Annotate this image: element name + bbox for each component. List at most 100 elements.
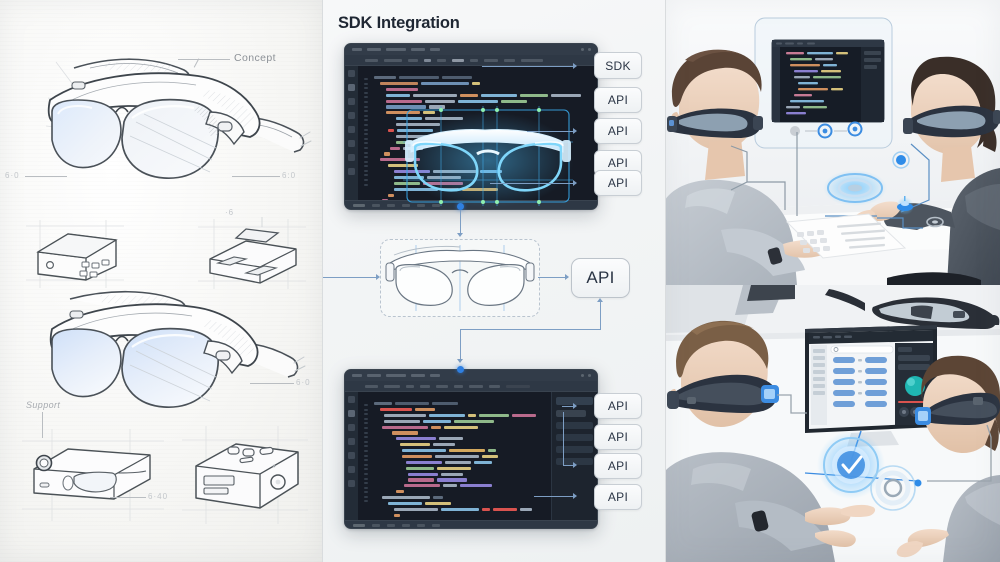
- diagram-box-bottom-3[interactable]: API: [594, 453, 642, 479]
- sketch-dim-bottom: 6·40: [148, 492, 169, 501]
- concept-sketch-panel: Concept 6·0 6:0: [0, 0, 322, 562]
- module-box-top-left-sketch: [26, 220, 124, 288]
- arrow-top-1: [573, 63, 577, 69]
- module-box-bottom-right-sketch: [182, 426, 308, 524]
- arrow-api-center-up: [597, 298, 603, 302]
- code-area-top[interactable]: [370, 66, 597, 200]
- wire-top-3: [527, 131, 573, 132]
- window-controls-bottom[interactable]: [581, 374, 591, 377]
- line-number-gutter-bottom: [358, 392, 370, 520]
- wire-api-elbow-v-left: [460, 329, 461, 361]
- divider-diagram-photo: [665, 0, 666, 562]
- printed-document-top: [785, 213, 907, 259]
- ar-headset-female-bottom: [915, 392, 1000, 425]
- tablet-dashboard: [805, 325, 937, 447]
- diagram-box-top-5[interactable]: API: [594, 170, 642, 196]
- sidebar-row-4[interactable]: [556, 446, 593, 453]
- editor-top-body[interactable]: [345, 66, 597, 200]
- code-editor-bottom[interactable]: [344, 369, 598, 529]
- sketch-label-concept: Concept: [234, 52, 276, 64]
- editor-top-statusbar: [345, 200, 597, 209]
- sidebar-row-2[interactable]: [556, 422, 593, 429]
- editor-top-toolbar[interactable]: [345, 55, 597, 66]
- sketch-label-support: Support: [26, 400, 61, 410]
- ar-glasses-female-top: [903, 105, 1000, 138]
- wire-api-elbow-v-right: [600, 300, 601, 329]
- editor-top-titlebar: [345, 44, 597, 55]
- diagram-box-top-2[interactable]: API: [594, 87, 642, 113]
- diagram-box-api-center[interactable]: API: [571, 258, 630, 298]
- glasses-hero-top-sketch: [45, 58, 312, 179]
- window-controls[interactable]: [581, 48, 591, 51]
- arrow-into-editor-bottom: [457, 359, 463, 363]
- scene-bottom-illustration: [665, 285, 1000, 562]
- dim-leader-bottom: [110, 497, 146, 498]
- photo-panel: [665, 0, 1000, 562]
- dim-leader-right-mid: [250, 383, 294, 384]
- page-title: SDK Integration: [338, 14, 460, 32]
- scene-meeting-bottom: [665, 285, 1000, 562]
- editor-bottom-input-node: [457, 366, 464, 373]
- menu-selection-icon-bottom[interactable]: [386, 374, 406, 377]
- menu-file-icon[interactable]: [352, 48, 362, 51]
- diagram-box-top-3[interactable]: API: [594, 118, 642, 144]
- concept-leader-line: [178, 59, 230, 60]
- activity-bar-bottom[interactable]: [345, 392, 358, 520]
- arrow-bottom-1: [573, 403, 577, 409]
- wire-bottom-3-v: [563, 412, 564, 465]
- menu-selection-icon[interactable]: [386, 48, 406, 51]
- scene-top-illustration: [665, 0, 1000, 285]
- editor-bottom-body[interactable]: [345, 392, 597, 520]
- editor-bottom-toolbar[interactable]: [345, 381, 597, 392]
- sidebar-row-1[interactable]: [556, 410, 586, 417]
- arrow-bottom-4: [573, 493, 577, 499]
- arrow-top-3: [573, 128, 577, 134]
- glasses-module-bottom-left-sketch: [22, 429, 164, 521]
- sidebar-select[interactable]: [556, 397, 593, 405]
- menu-go-icon-bottom[interactable]: [430, 374, 440, 377]
- editor-bottom-statusbar: [345, 520, 597, 528]
- wire-bottom-3-h: [563, 465, 573, 466]
- dim-leader-left: [25, 176, 67, 177]
- wire-api-elbow-h: [460, 329, 601, 330]
- arrow-wireframe-to-api: [565, 274, 569, 280]
- diagram-box-bottom-1[interactable]: API: [594, 393, 642, 419]
- ar-glasses-prop-desk: [825, 289, 1000, 329]
- wire-editor-to-wireframe: [460, 210, 461, 235]
- hud-network-bottom: [777, 394, 992, 511]
- editor-bottom-sidebar[interactable]: [551, 392, 597, 520]
- diagram-box-sdk[interactable]: SDK: [594, 52, 642, 79]
- code-area-bottom[interactable]: [370, 392, 551, 520]
- line-number-gutter-top: [358, 66, 370, 200]
- diagram-box-bottom-2[interactable]: API: [594, 424, 642, 450]
- menu-edit-icon-bottom[interactable]: [367, 374, 381, 377]
- arrow-editor-to-wireframe: [457, 233, 463, 237]
- sketch-dim-right-top: 6:0: [282, 171, 297, 180]
- menu-file-icon-bottom[interactable]: [352, 374, 362, 377]
- wire-into-wireframe-left: [322, 277, 378, 278]
- wire-top-5: [490, 183, 573, 184]
- arrow-into-wireframe-left: [376, 274, 380, 280]
- menu-edit-icon[interactable]: [367, 48, 381, 51]
- menu-view-icon-bottom[interactable]: [411, 374, 425, 377]
- sidebar-row-3[interactable]: [556, 434, 593, 441]
- menu-go-icon[interactable]: [430, 48, 440, 51]
- menu-view-icon[interactable]: [411, 48, 425, 51]
- diagram-box-bottom-4[interactable]: API: [594, 484, 642, 510]
- wireframe-dashed-frame: [380, 239, 540, 317]
- wire-bottom-1: [562, 406, 573, 407]
- divider-sketch-diagram: [322, 0, 323, 562]
- wire-wireframe-to-api: [538, 277, 568, 278]
- activity-bar-top[interactable]: [345, 66, 358, 200]
- arrow-bottom-3: [573, 462, 577, 468]
- wire-top-1: [482, 66, 573, 67]
- ar-headset-male-bottom: [667, 374, 779, 413]
- support-leader-line: [42, 412, 43, 438]
- code-editor-top[interactable]: [344, 43, 598, 210]
- sketch-dim-left-top: 6·0: [5, 171, 20, 180]
- editor-bottom-titlebar: [345, 370, 597, 381]
- sidebar-row-5[interactable]: [556, 458, 593, 465]
- scene-meeting-top: [665, 0, 1000, 285]
- wire-bottom-4: [534, 496, 573, 497]
